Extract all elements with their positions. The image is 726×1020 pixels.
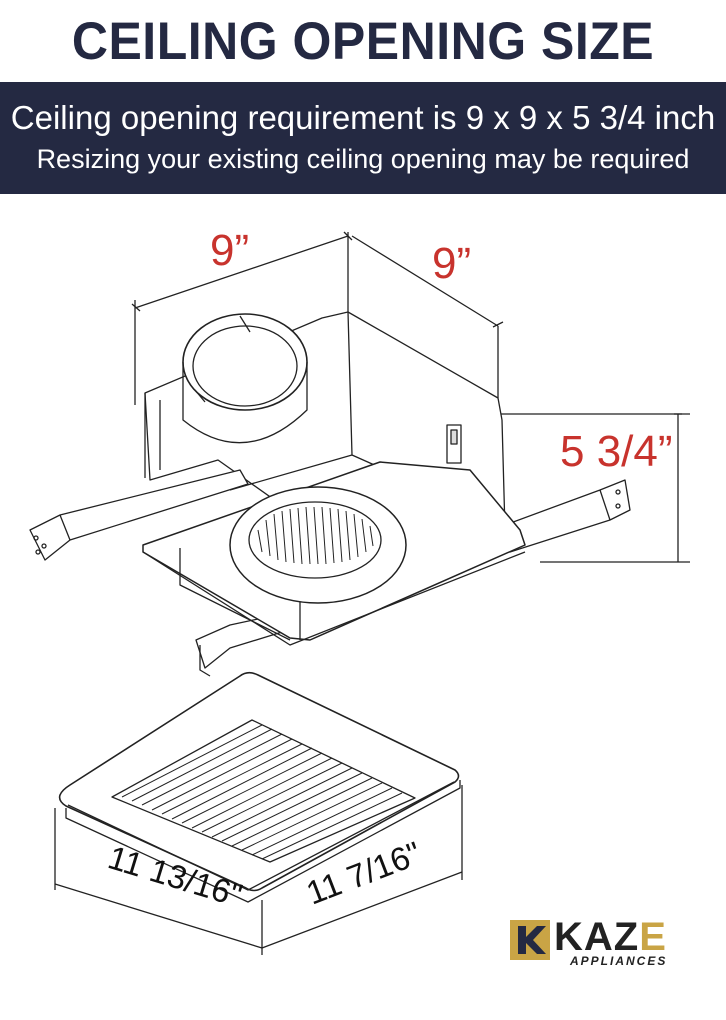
housing-depth-label: 9” — [432, 239, 471, 288]
resize-note: Resizing your existing ceiling opening m… — [36, 144, 690, 174]
blower-wheel — [229, 486, 407, 604]
housing-depth-dimension-line — [351, 235, 504, 398]
requirement-banner: Ceiling opening requirement is 9 x 9 x 5… — [0, 82, 726, 194]
grille-width-dimension-line — [54, 808, 263, 955]
logo-wordmark: KAZE — [554, 915, 667, 959]
housing-height-label: 5 3/4” — [560, 427, 673, 476]
housing-height-dimension-line — [500, 413, 690, 563]
fan-dimension-diagram: 9” 9” 5 3/4” 11 13/16" 11 7/16" — [29, 226, 690, 955]
left-mounting-bar — [29, 469, 249, 561]
requirement-text: Ceiling opening requirement is 9 x 9 x 5… — [10, 99, 716, 136]
grille-cover — [58, 671, 461, 903]
grille-depth-dimension-line — [261, 785, 463, 949]
logo-subtitle: APPLIANCES — [570, 954, 668, 968]
housing-width-label: 9” — [210, 226, 249, 275]
housing-width-dimension-line — [131, 231, 353, 405]
page-title: CEILING OPENING SIZE — [71, 11, 655, 71]
duct-collar — [182, 313, 308, 444]
logo-mark-icon — [510, 920, 550, 960]
kaze-logo: KAZE APPLIANCES — [510, 915, 700, 970]
